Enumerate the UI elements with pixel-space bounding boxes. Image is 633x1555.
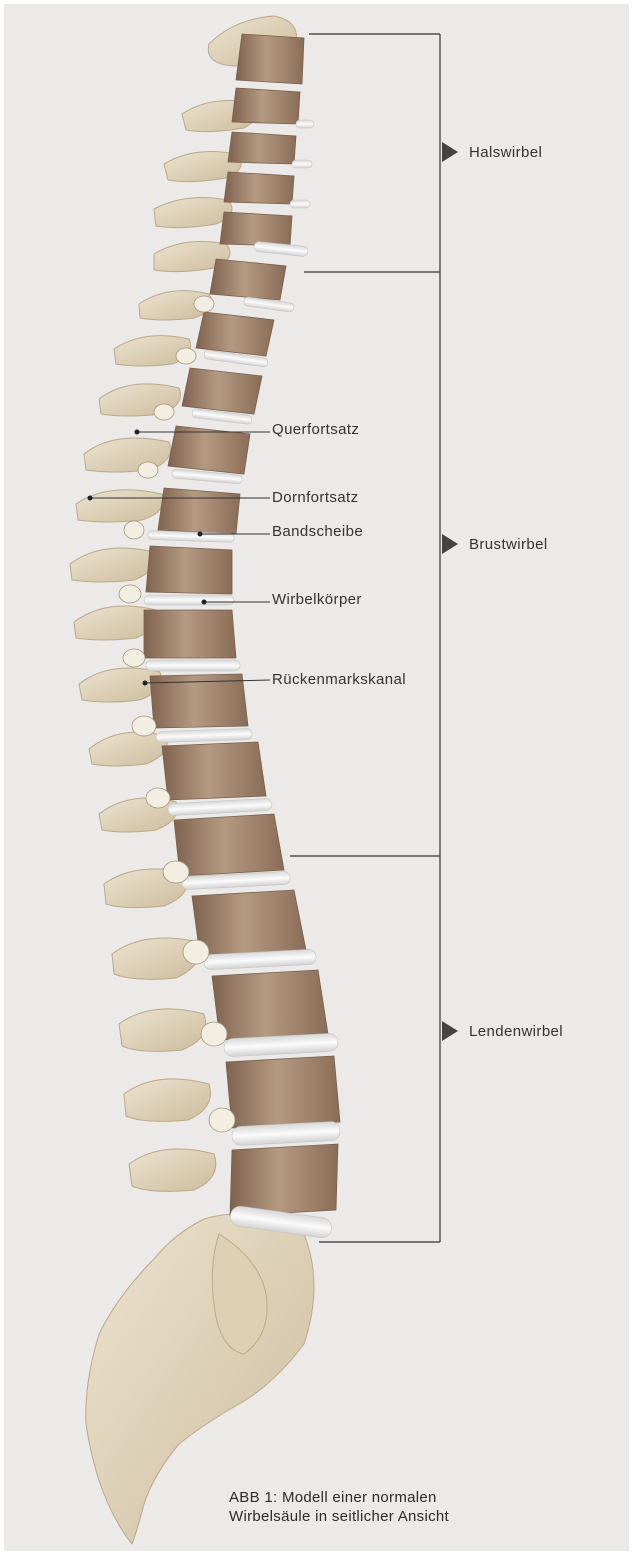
callout-querfortsatz: Querfortsatz: [272, 421, 359, 438]
lendenwirbel-marker-icon: [442, 1021, 458, 1041]
spine-illustration: Halswirbel Brustwirbel Lendenwirbel Quer…: [4, 4, 629, 1551]
region-label-halswirbel: Halswirbel: [469, 144, 542, 161]
brustwirbel-marker-icon: [442, 534, 458, 554]
callout-rueckenmarkskanal: Rückenmarkskanal: [272, 671, 406, 688]
caption-line-1: ABB 1: Modell einer normalen: [229, 1489, 437, 1506]
region-label-lendenwirbel: Lendenwirbel: [469, 1023, 563, 1040]
callout-wirbelkoerper: Wirbelkörper: [272, 591, 362, 608]
callout-dornfortsatz: Dornfortsatz: [272, 489, 359, 506]
halswirbel-marker-icon: [442, 142, 458, 162]
spine-figure: Halswirbel Brustwirbel Lendenwirbel Quer…: [4, 4, 629, 1551]
region-label-brustwirbel: Brustwirbel: [469, 536, 548, 553]
caption-line-2: Wirbelsäule in seitlicher Ansicht: [229, 1508, 450, 1525]
callout-bandscheibe: Bandscheibe: [272, 523, 363, 540]
